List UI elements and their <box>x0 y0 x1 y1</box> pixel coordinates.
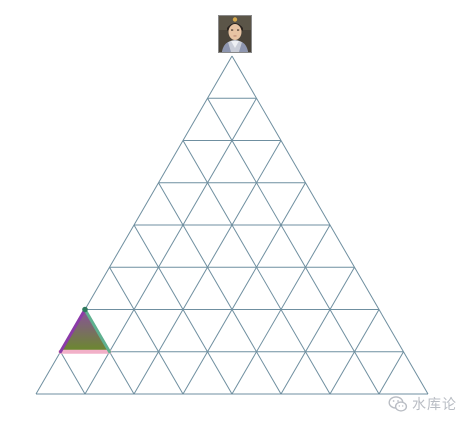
highlight-apex-vertex <box>82 306 88 313</box>
highlighted-triangle <box>60 309 110 352</box>
grid-line-right-parallel <box>231 55 429 395</box>
grid-line-left-parallel <box>378 351 404 395</box>
highlight-left-edge <box>59 308 87 354</box>
triangle-grid-lines <box>35 55 429 395</box>
grid-line-left-parallel <box>84 97 257 395</box>
grid-line-left-parallel <box>280 266 355 395</box>
highlighted-cell <box>58 306 112 354</box>
avatar <box>218 15 252 53</box>
grid-line-right-parallel <box>158 182 282 395</box>
grid-line-left-parallel <box>182 182 306 395</box>
highlight-right-edge <box>83 308 111 354</box>
grid-line-right-parallel <box>109 266 184 395</box>
watermark-text: 水库论 <box>412 397 457 413</box>
wechat-icon <box>388 396 408 412</box>
watermark: 水库论 <box>388 393 457 415</box>
portrait-icon <box>219 16 251 52</box>
grid-line-right-parallel <box>207 97 380 395</box>
grid-line-right-parallel <box>60 351 86 395</box>
